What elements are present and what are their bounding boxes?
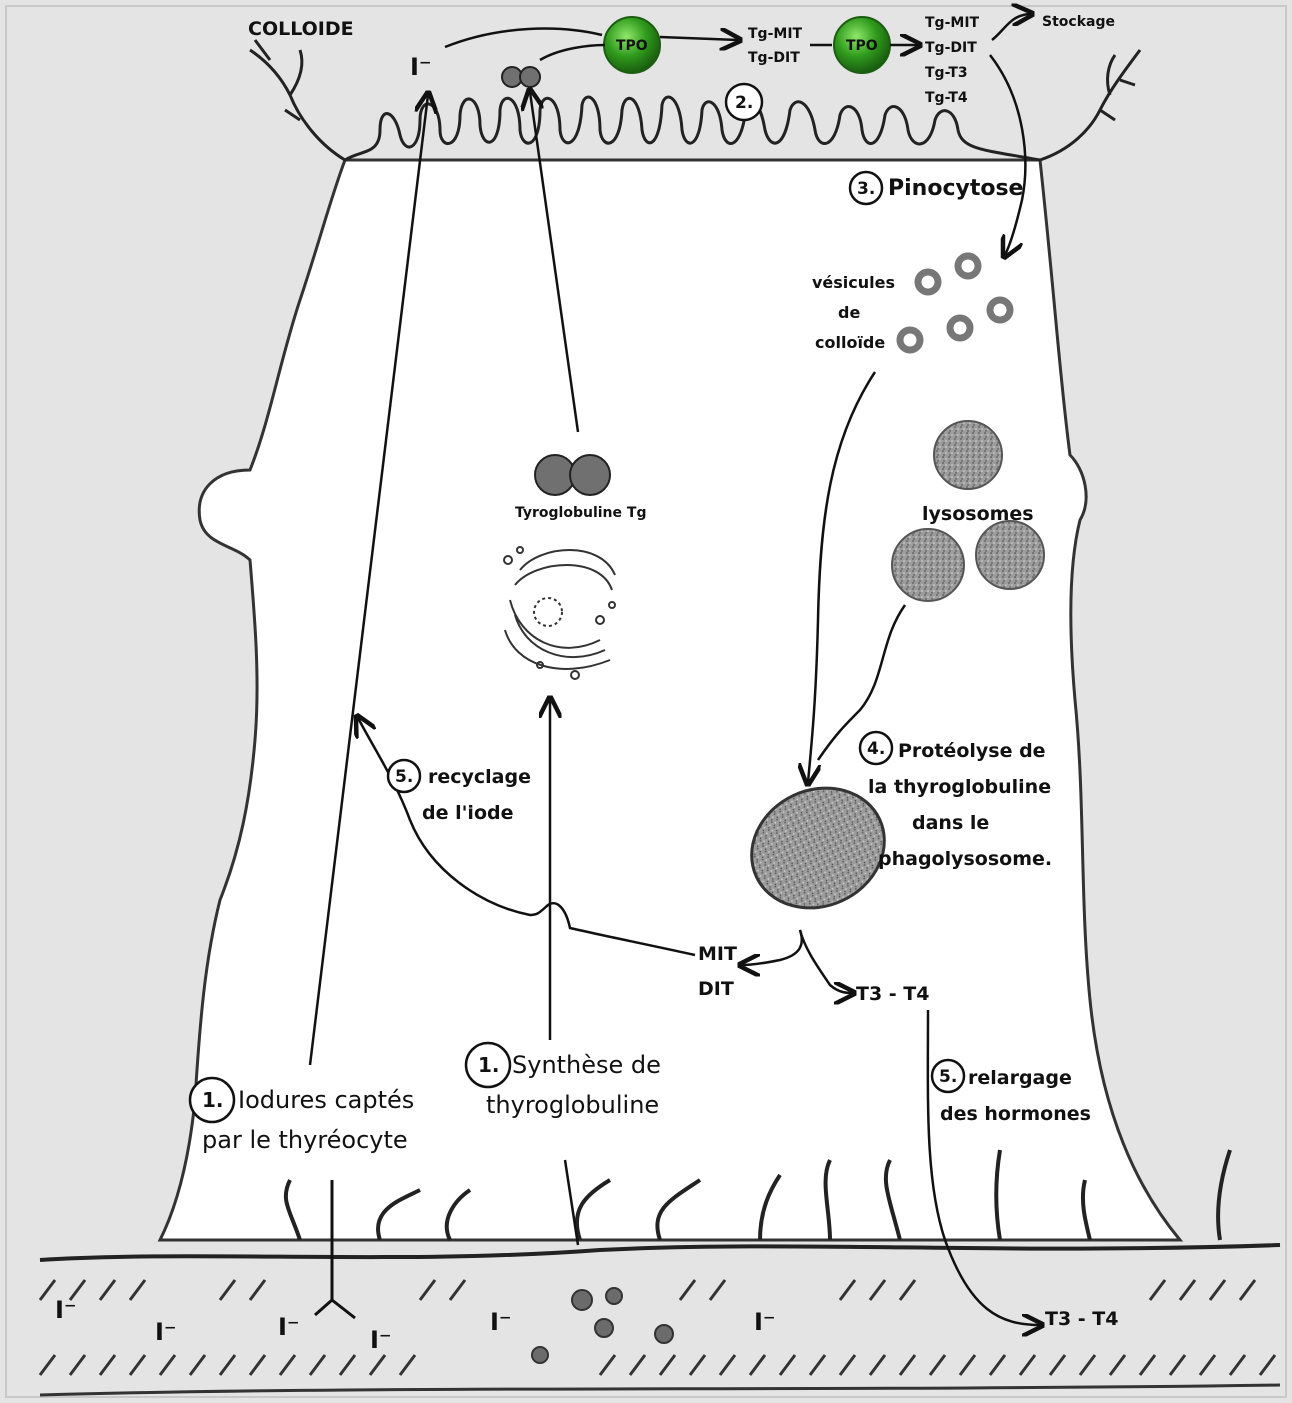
tg-t4-label: Tg-T4	[925, 90, 968, 106]
relargage-label-line2: des hormones	[940, 1103, 1091, 1125]
iodide-top-label: I⁻	[410, 53, 432, 81]
basal-iodide-5: I⁻	[490, 1308, 512, 1336]
tg-t3-label: Tg-T3	[925, 65, 968, 81]
iodures-label-line2: par le thyréocyte	[202, 1126, 408, 1154]
synthese-label-line1: Synthèse de	[512, 1051, 661, 1079]
tpo-label-2: TPO	[846, 38, 878, 54]
pinocytose-label: Pinocytose	[888, 176, 1023, 201]
synthese-label-line2: thyroglobuline	[486, 1091, 659, 1119]
basal-iodide-4: I⁻	[370, 1326, 392, 1354]
relargage-label-line1: relargage	[968, 1067, 1072, 1089]
tyroglobuline-label: Tyroglobuline Tg	[515, 505, 646, 521]
vesicules-label-line3: colloïde	[815, 333, 885, 352]
iodures-label-line1: Iodures captés	[238, 1086, 414, 1114]
step-1a-number: 1.	[202, 1088, 224, 1112]
basal-iodide-3: I⁻	[278, 1313, 300, 1341]
basal-iodide-6: I⁻	[754, 1308, 776, 1336]
tg-mit-label-1: Tg-MIT	[748, 26, 803, 42]
proteolyse-label-line2: la thyroglobuline	[868, 776, 1051, 798]
colloide-label: COLLOIDE	[248, 18, 354, 40]
recyclage-label-line2: de l'iode	[422, 802, 513, 824]
t3t4-released-label: T3 - T4	[1045, 1308, 1118, 1330]
step-3-number: 3.	[857, 179, 875, 199]
mit-label: MIT	[698, 943, 737, 965]
step-5a-number: 5.	[395, 767, 413, 787]
basal-iodide-1: I⁻	[55, 1296, 77, 1324]
proteolyse-label-line1: Protéolyse de	[898, 740, 1046, 762]
basal-iodide-2: I⁻	[155, 1318, 177, 1346]
stockage-label: Stockage	[1042, 14, 1115, 30]
recyclage-label-line1: recyclage	[428, 766, 531, 788]
step-5b-number: 5.	[939, 1067, 957, 1087]
step-1b-number: 1.	[478, 1053, 500, 1077]
proteolyse-label-line4: phagolysosome.	[878, 848, 1052, 870]
tg-dit-label-1: Tg-DIT	[748, 50, 800, 66]
step-4-number: 4.	[867, 739, 885, 759]
tg-mit-label-2: Tg-MIT	[925, 15, 980, 31]
tpo-label-1: TPO	[616, 38, 648, 54]
tg-dit-label-2: Tg-DIT	[925, 40, 977, 56]
step-2-number: 2.	[735, 93, 753, 113]
t3t4-intracellular-label: T3 - T4	[856, 983, 929, 1005]
dit-label: DIT	[698, 978, 734, 1000]
proteolyse-label-line3: dans le	[912, 812, 989, 834]
vesicules-label-line2: de	[838, 303, 860, 322]
vesicules-label-line1: vésicules	[812, 273, 895, 292]
lysosomes-label: lysosomes	[922, 503, 1034, 525]
